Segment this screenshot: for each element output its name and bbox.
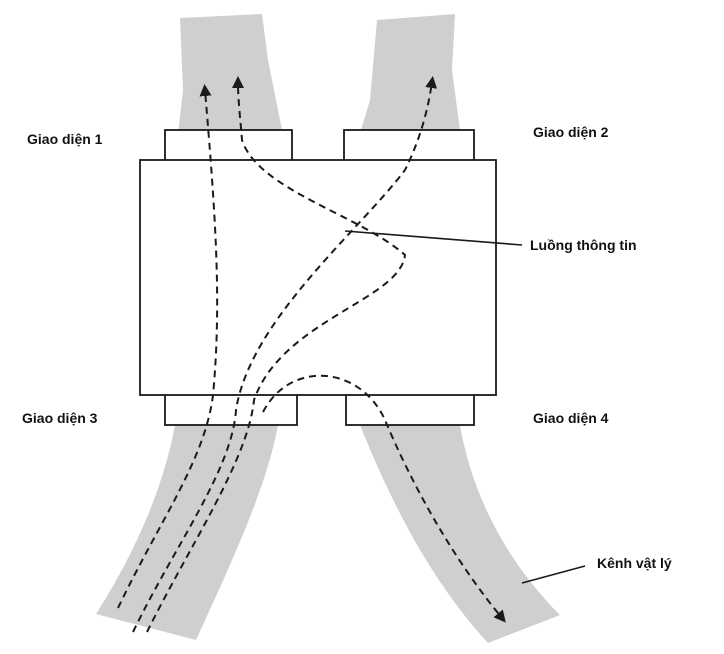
interface-3-label: Giao diện 3	[22, 410, 98, 426]
interface-2-label: Giao diện 2	[533, 124, 609, 140]
information-flow-label: Luồng thông tin	[530, 237, 637, 253]
flow-3-to-2	[132, 76, 438, 633]
information-flow-leader	[344, 230, 523, 246]
channel-bottom-right	[360, 425, 560, 643]
interface-1-box	[164, 129, 293, 163]
flow-3-to-1-cross	[146, 76, 407, 633]
interface-4-label: Giao diện 4	[533, 410, 609, 426]
flow-3-to-1	[117, 84, 219, 609]
interface-4-box	[345, 393, 475, 426]
interface-1-label: Giao diện 1	[27, 131, 103, 147]
interface-3-box	[164, 393, 298, 426]
physical-channel-label: Kênh vật lý	[597, 555, 672, 571]
physical-channel-leader	[521, 565, 586, 584]
flow-3-to-4	[262, 374, 506, 623]
channel-top-right	[352, 14, 470, 160]
interface-2-box	[343, 129, 475, 163]
central-node	[139, 159, 497, 396]
